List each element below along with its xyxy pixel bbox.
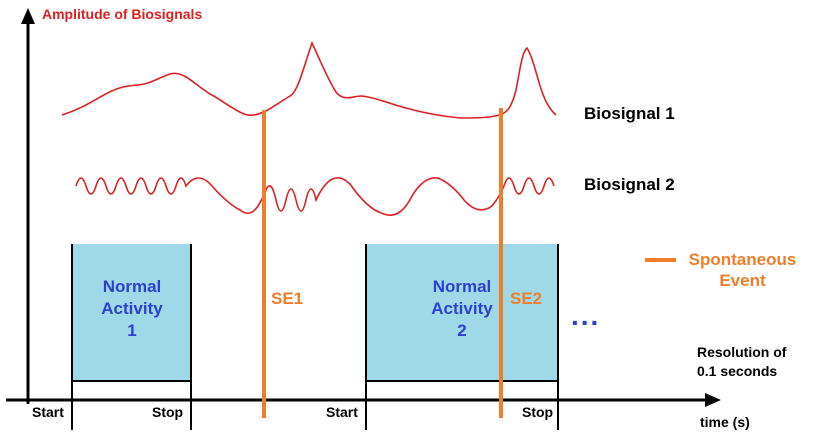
x-axis-arrow [705, 393, 721, 407]
resolution-note: Resolution of 0.1 seconds [697, 343, 786, 381]
y-axis-arrow [21, 8, 35, 24]
biosignal-2-curve [75, 177, 555, 216]
biosignal-2-label: Biosignal 2 [584, 175, 675, 194]
stop-label-1: Stop [152, 404, 184, 420]
event-se1-label: SE1 [271, 289, 304, 308]
activity-2-line3: 2 [457, 321, 467, 340]
resolution-line2: 0.1 seconds [697, 363, 778, 379]
activity-1-label: Normal Activity 1 [72, 276, 192, 342]
activity-1-line2: Activity [101, 299, 163, 318]
start-label-1: Start [32, 404, 64, 420]
activity-1-line1: Normal [102, 277, 162, 296]
y-axis-title: Amplitude of Biosignals [42, 6, 203, 22]
stop-label-2: Stop [522, 404, 554, 420]
activity-box-1 [72, 244, 191, 381]
activity-box-2 [366, 244, 558, 381]
resolution-line1: Resolution of [697, 344, 787, 360]
activity-2-label: Normal Activity 2 [366, 276, 558, 342]
activity-1-line3: 1 [127, 321, 137, 340]
event-se2-label: SE2 [510, 289, 543, 308]
legend-line1: Spontaneous [688, 250, 797, 269]
continuation-dots: ... [571, 300, 601, 331]
activity-2-line1: Normal [432, 277, 492, 296]
activity-2-line2: Activity [431, 299, 493, 318]
x-axis-title: time (s) [700, 414, 750, 430]
start-label-2: Start [326, 404, 358, 420]
legend-line2: Event [719, 271, 766, 290]
biosignal-1-curve [61, 40, 557, 119]
biosignal-1-label: Biosignal 1 [584, 104, 675, 123]
legend-event-label: Spontaneous Event [680, 249, 805, 291]
